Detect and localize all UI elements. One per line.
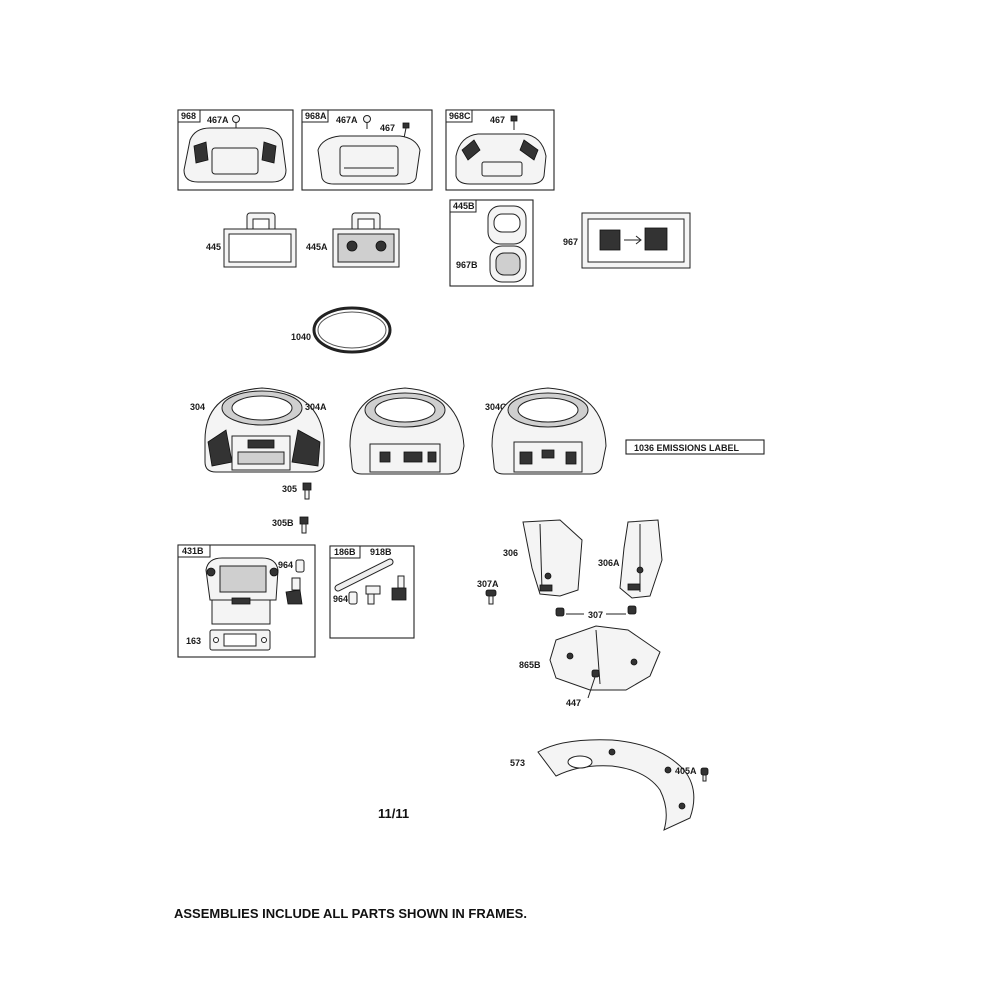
part-968a-cover [317, 135, 421, 185]
label-445a: 445A [306, 242, 328, 252]
label-968a: 968A [305, 111, 327, 121]
part-467a-bolt [232, 115, 240, 129]
label-968: 968 [181, 111, 196, 121]
part-306-air-guide [522, 519, 583, 597]
part-865b-shield [549, 625, 661, 691]
label-964: 964 [278, 560, 293, 570]
part-1040-seal [312, 306, 392, 354]
label-573: 573 [510, 758, 525, 768]
part-304a-blower-housing [349, 387, 465, 475]
part-918b-hose [334, 558, 394, 592]
part-163-gasket [209, 629, 271, 651]
frame-186b: 186B 918B 964 [329, 545, 415, 639]
label-186b: 186B [334, 547, 356, 557]
part-467-screw [402, 122, 410, 139]
part-fitting [285, 577, 303, 605]
frame-968c: 968C 467 [445, 109, 555, 191]
label-305b: 305B [272, 518, 294, 528]
label-1040: 1040 [291, 332, 311, 342]
part-305-screw [302, 482, 312, 500]
label-865b: 865B [519, 660, 541, 670]
part-467-screw [510, 115, 518, 130]
part-964-plug [348, 591, 358, 605]
label-467a: 467A [207, 115, 229, 125]
part-445-filter [223, 212, 297, 268]
part-valve [391, 575, 407, 601]
label-305: 305 [282, 484, 297, 494]
label-445b: 445B [453, 201, 475, 211]
part-304-blower-housing [204, 387, 325, 473]
label-967: 967 [563, 237, 578, 247]
frame-968a: 968A 467A 467 [301, 109, 433, 191]
label-467: 467 [380, 123, 395, 133]
part-306a-air-guide [619, 519, 663, 599]
label-1036-emissions: 1036 EMISSIONS LABEL [634, 443, 740, 453]
frame-431b: 431B 964 163 [177, 544, 316, 658]
label-405a: 405A [675, 766, 697, 776]
label-306a: 306A [598, 558, 620, 568]
part-968-cover [183, 127, 287, 183]
part-968c-cover [455, 133, 547, 185]
label-304a: 304A [305, 402, 327, 412]
part-405a-screw [700, 767, 709, 782]
footer-note: ASSEMBLIES INCLUDE ALL PARTS SHOWN IN FR… [174, 906, 527, 921]
part-447-screw [587, 669, 600, 699]
part-573-backplate [537, 739, 695, 831]
label-304c: 304C [485, 402, 507, 412]
label-968c: 968C [449, 111, 471, 121]
part-307a-screw [485, 589, 497, 605]
label-163: 163 [186, 636, 201, 646]
label-447: 447 [566, 698, 581, 708]
frame-445b: 445B 967B [449, 199, 534, 287]
label-967b: 967B [456, 260, 478, 270]
part-964-plug [295, 559, 305, 573]
part-431b-intake-elbow [205, 557, 279, 625]
part-304c-blower-housing [491, 387, 607, 475]
label-918b: 918B [370, 547, 392, 557]
label-306: 306 [503, 548, 518, 558]
part-445b-prefilter [487, 205, 527, 245]
part-307-screws [555, 605, 637, 617]
page-number: 11/11 [378, 806, 409, 821]
label-307a: 307A [477, 579, 499, 589]
label-964-b: 964 [333, 594, 348, 604]
part-467a-bolt [363, 115, 371, 129]
part-967b-filter [489, 245, 527, 283]
label-467a-b: 467A [336, 115, 358, 125]
label-467-c: 467 [490, 115, 505, 125]
frame-968: 968 467A [177, 109, 294, 191]
label-445: 445 [206, 242, 221, 252]
part-305b-screw [299, 516, 309, 534]
part-445a-filter [332, 212, 400, 268]
label-307: 307 [588, 610, 603, 620]
part-elbow-fitting [365, 585, 381, 605]
part-967-filter [581, 212, 691, 269]
label-304: 304 [190, 402, 205, 412]
label-431b: 431B [182, 546, 204, 556]
emissions-label-box: 1036 EMISSIONS LABEL [625, 439, 765, 455]
